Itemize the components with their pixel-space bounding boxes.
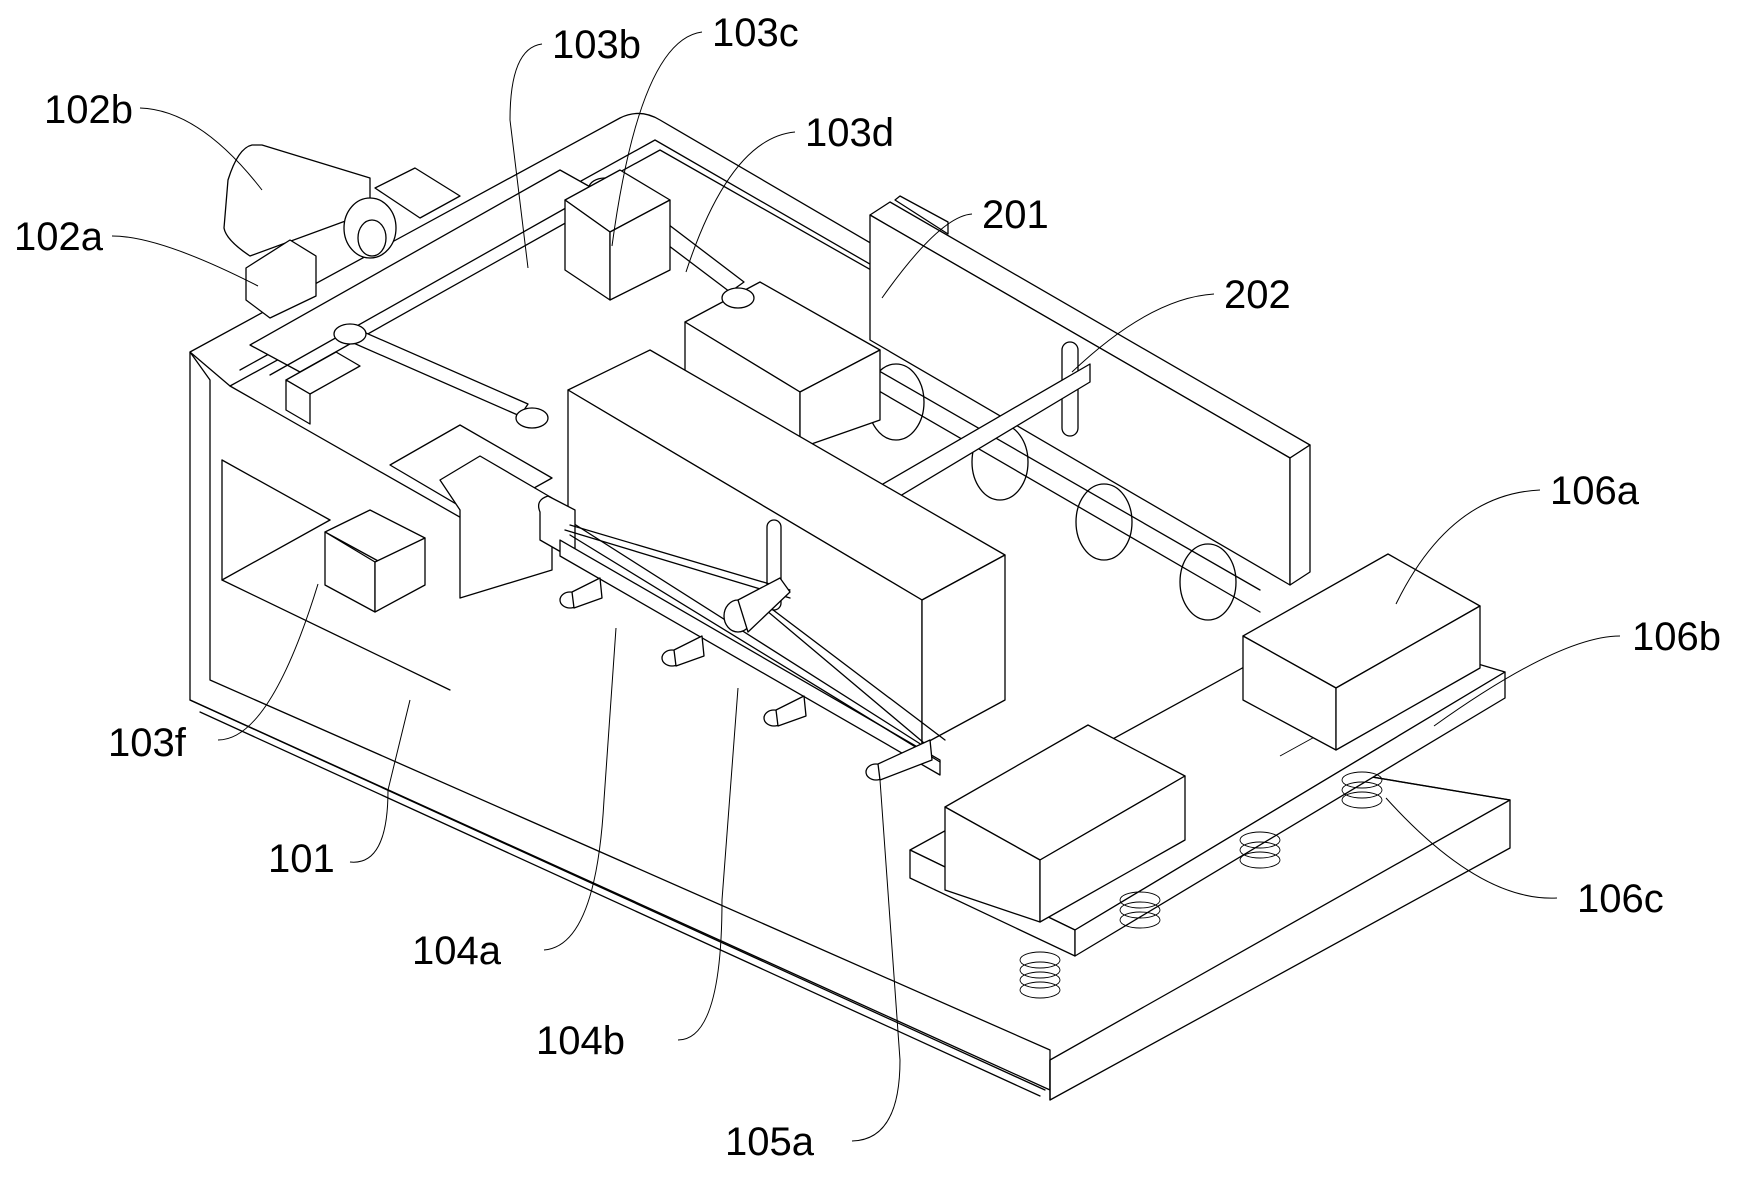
leader-201 bbox=[881, 213, 973, 299]
leader-102a bbox=[111, 235, 259, 287]
slider-block-upper bbox=[564, 169, 671, 301]
label-104b: 104b bbox=[536, 1019, 625, 1063]
upper-housing bbox=[684, 281, 881, 449]
crank-link-lower bbox=[333, 323, 549, 429]
leader-102b bbox=[139, 107, 263, 191]
spring bbox=[1341, 771, 1383, 809]
slider-block-lower bbox=[285, 351, 361, 425]
leader-106b bbox=[1433, 635, 1621, 727]
side-plate-201 bbox=[869, 195, 1311, 586]
spring bbox=[1019, 951, 1061, 999]
label-201: 201 bbox=[982, 193, 1049, 237]
push-housing bbox=[389, 424, 553, 599]
leader-103b bbox=[509, 43, 543, 269]
label-102a: 102a bbox=[14, 215, 104, 259]
spring bbox=[1239, 831, 1281, 869]
motor-102b bbox=[223, 144, 397, 259]
label-202: 202 bbox=[1224, 273, 1291, 317]
spring bbox=[1119, 891, 1161, 929]
block-106a bbox=[1242, 553, 1481, 751]
labels: 102b 102a 103b 103c 103d 201 202 106a 10… bbox=[14, 11, 1721, 1164]
leader-103f bbox=[217, 583, 319, 741]
leader-105a bbox=[851, 779, 901, 1142]
block-front bbox=[944, 724, 1186, 923]
push-block-103f bbox=[324, 509, 426, 613]
label-106a: 106a bbox=[1550, 469, 1640, 513]
label-104a: 104a bbox=[412, 929, 502, 973]
label-101: 101 bbox=[268, 837, 335, 881]
label-103f: 103f bbox=[108, 721, 187, 765]
label-105a: 105a bbox=[725, 1120, 815, 1164]
label-103d: 103d bbox=[805, 111, 894, 155]
label-102b: 102b bbox=[44, 88, 133, 132]
label-103b: 103b bbox=[552, 23, 641, 67]
linkage-104 bbox=[537, 495, 946, 781]
frame-101 bbox=[189, 112, 1171, 1097]
leader-101 bbox=[349, 699, 411, 863]
label-106b: 106b bbox=[1632, 615, 1721, 659]
leader-103c bbox=[611, 31, 703, 247]
leader-104b bbox=[677, 687, 739, 1041]
motor-mount-102a bbox=[245, 167, 461, 319]
leader-103d bbox=[685, 131, 796, 273]
leader-106a bbox=[1395, 489, 1541, 605]
leader-lines bbox=[111, 31, 1621, 1142]
leader-104a bbox=[543, 627, 617, 951]
leader-106c bbox=[1385, 797, 1558, 899]
springs-106c bbox=[1019, 771, 1383, 999]
label-103c: 103c bbox=[712, 11, 799, 55]
label-106c: 106c bbox=[1577, 877, 1664, 921]
leader-202 bbox=[1071, 293, 1215, 373]
